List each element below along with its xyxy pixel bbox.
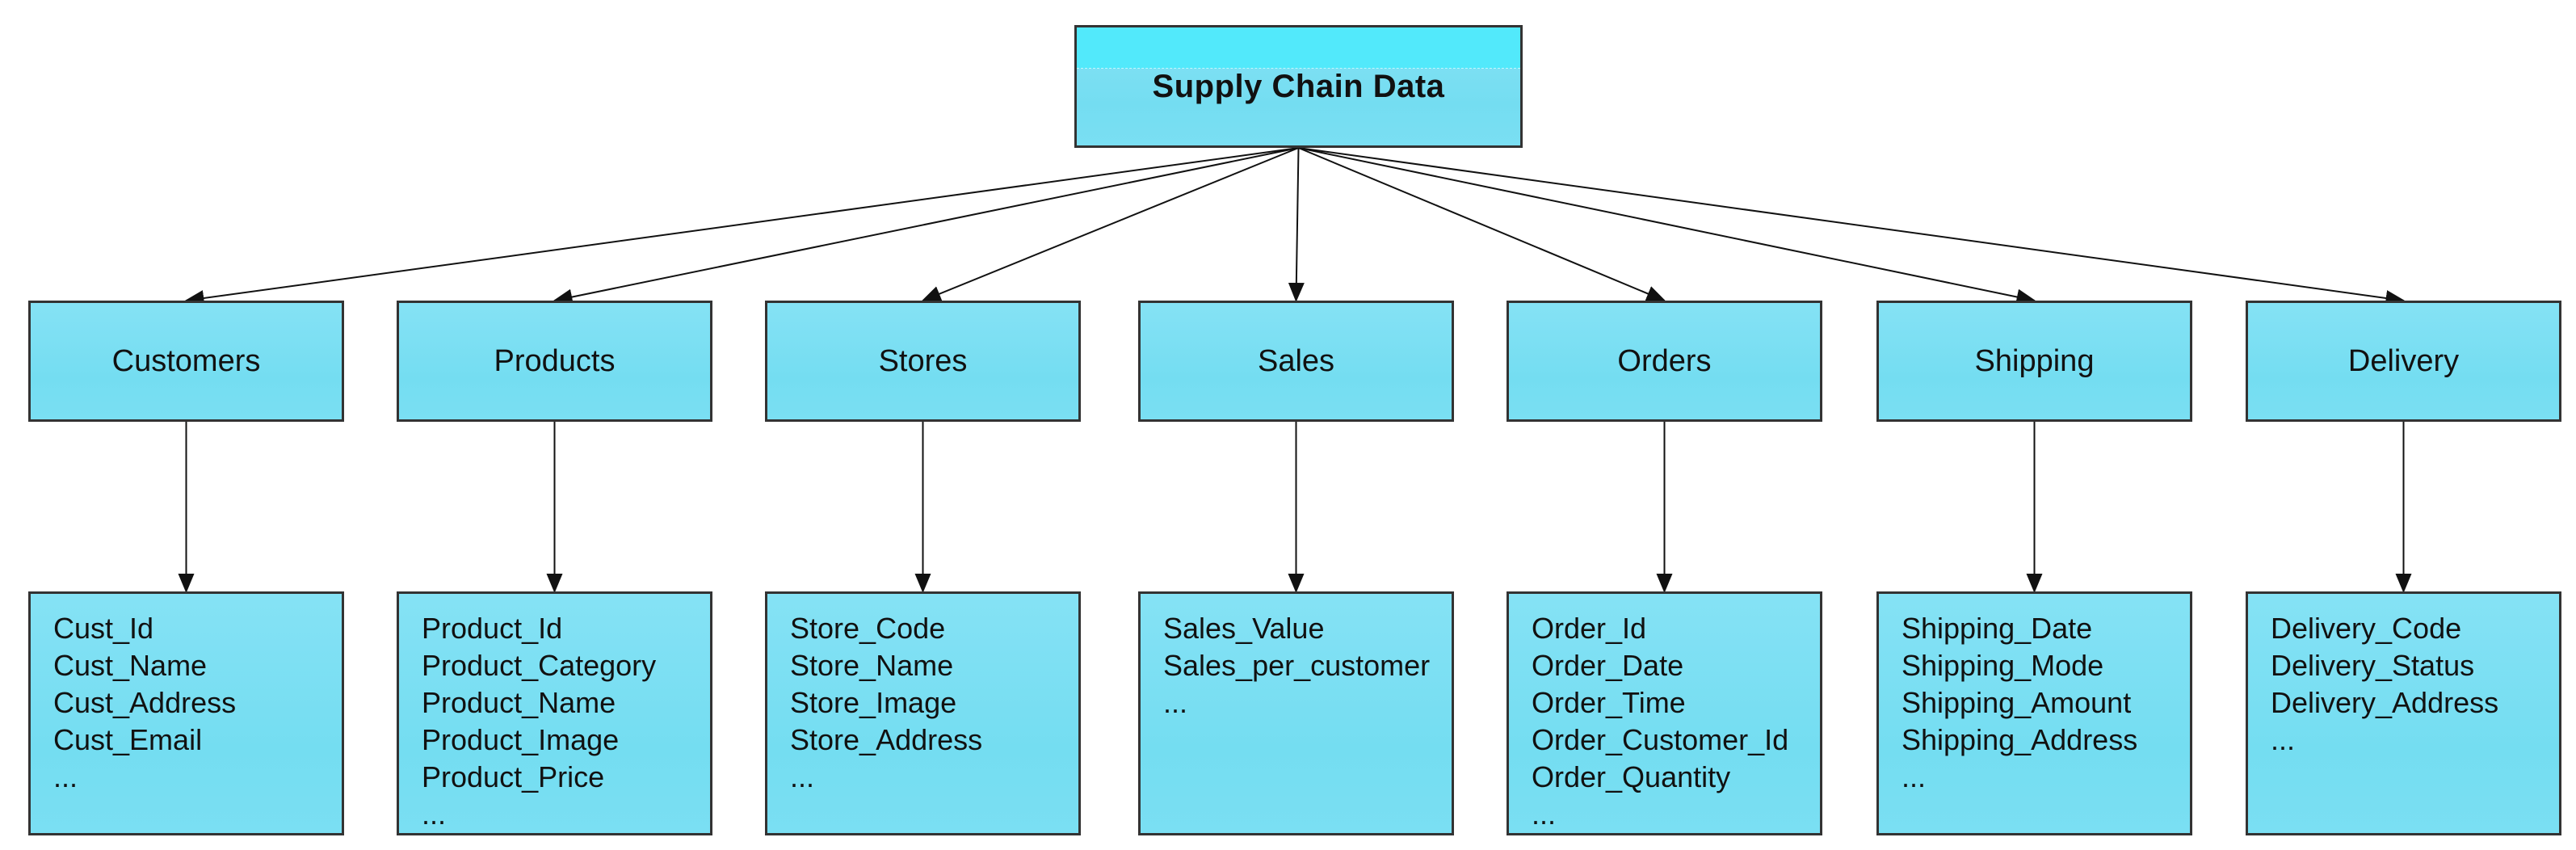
- attribute-item: ...: [1163, 686, 1188, 719]
- entity-label: Orders: [1617, 343, 1712, 378]
- attribute-item: Product_Image: [422, 723, 620, 756]
- entity-label: Customers: [111, 343, 261, 378]
- attribute-item: Store_Code: [790, 612, 946, 645]
- attribute-item: ...: [1532, 797, 1557, 831]
- entity-label: Shipping: [1974, 343, 2095, 378]
- attribute-item: Product_Name: [422, 686, 616, 719]
- attribute-item: Order_Customer_Id: [1532, 723, 1789, 756]
- entity-node-sales: Sales: [1138, 301, 1454, 422]
- root-node-band: [1077, 27, 1520, 69]
- entity-label: Delivery: [2347, 343, 2460, 378]
- attribute-item: Order_Id: [1532, 612, 1647, 645]
- attribute-item: Cust_Name: [53, 649, 208, 682]
- attribute-item: Store_Address: [790, 723, 983, 756]
- attribute-item: ...: [1902, 760, 1927, 793]
- entity-node-orders: Orders: [1507, 301, 1822, 422]
- attribute-item: Store_Image: [790, 686, 957, 719]
- attribute-item: Store_Name: [790, 649, 954, 682]
- entity-node-customers: Customers: [28, 301, 344, 422]
- entity-label: Stores: [878, 343, 968, 378]
- attribute-item: ...: [422, 797, 447, 831]
- attribute-item: Order_Date: [1532, 649, 1684, 682]
- attribute-item: Delivery_Status: [2271, 649, 2475, 682]
- attribute-item: ...: [53, 760, 78, 793]
- entity-label: Products: [494, 343, 616, 378]
- attribute-item: Shipping_Address: [1902, 723, 2138, 756]
- root-node-title: Supply Chain Data: [1152, 68, 1445, 104]
- attribute-item: Cust_Email: [53, 723, 203, 756]
- attribute-item: Order_Quantity: [1532, 760, 1731, 793]
- attribute-item: Shipping_Amount: [1902, 686, 2132, 719]
- attribute-item: Product_Id: [422, 612, 563, 645]
- attribute-item: Sales_Value: [1163, 612, 1325, 645]
- attribute-item: Order_Time: [1532, 686, 1686, 719]
- entity-label: Sales: [1257, 343, 1335, 378]
- attribute-item: Delivery_Address: [2271, 686, 2499, 719]
- attribute-item: Cust_Address: [53, 686, 237, 719]
- attribute-item: Product_Price: [422, 760, 605, 793]
- attribute-item: Cust_Id: [53, 612, 154, 645]
- entity-node-shipping: Shipping: [1876, 301, 2192, 422]
- entity-node-products: Products: [397, 301, 712, 422]
- attribute-item: ...: [2271, 723, 2296, 756]
- attribute-item: Delivery_Code: [2271, 612, 2462, 645]
- entity-node-delivery: Delivery: [2246, 301, 2561, 422]
- attribute-item: Shipping_Date: [1902, 612, 2093, 645]
- root-node: Supply Chain Data: [1074, 25, 1523, 148]
- attribute-item: Product_Category: [422, 649, 657, 682]
- attribute-item: Shipping_Mode: [1902, 649, 2104, 682]
- attribute-item: ...: [790, 760, 815, 793]
- attribute-item: Sales_per_customer: [1163, 649, 1431, 682]
- entity-node-stores: Stores: [765, 301, 1081, 422]
